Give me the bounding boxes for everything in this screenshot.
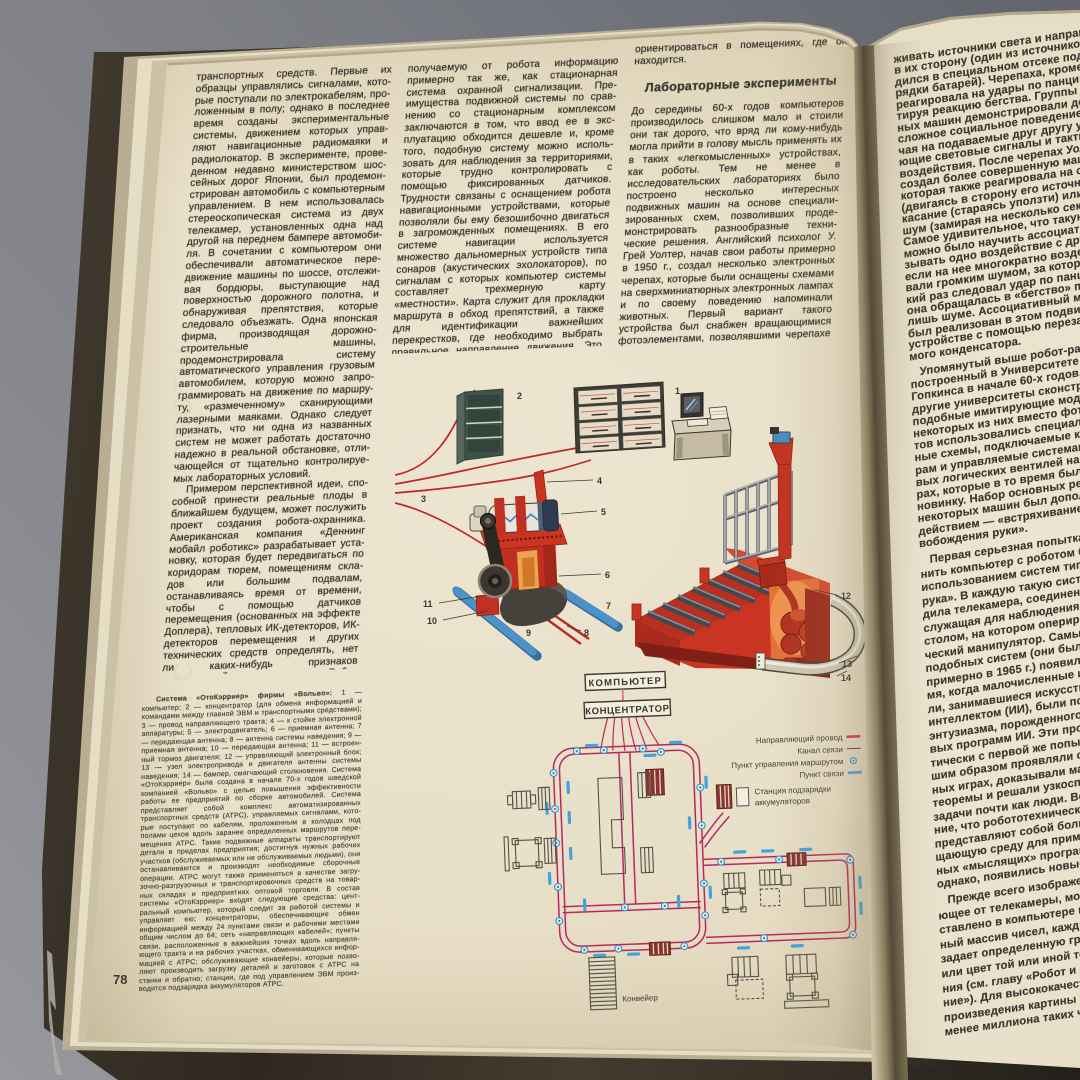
svg-text:13: 13 xyxy=(842,659,852,669)
svg-text:Направляющий провод: Направляющий провод xyxy=(756,733,843,745)
svg-text:3: 3 xyxy=(421,494,426,504)
svg-text:1: 1 xyxy=(675,386,680,396)
svg-text:10: 10 xyxy=(427,616,437,626)
svg-text:Конвейер: Конвейер xyxy=(622,993,658,1003)
svg-text:КОМПЬЮТЕР: КОМПЬЮТЕР xyxy=(588,676,662,690)
svg-text:Канал связи: Канал связи xyxy=(797,745,843,756)
svg-text:14: 14 xyxy=(841,673,851,683)
svg-text:аккумуляторов: аккумуляторов xyxy=(755,796,810,807)
svg-text:КОНЦЕНТРАТОР: КОНЦЕНТРАТОР xyxy=(585,703,670,717)
svg-text:7: 7 xyxy=(606,601,611,611)
svg-text:6: 6 xyxy=(605,570,610,580)
svg-text:8: 8 xyxy=(584,628,589,638)
svg-text:9: 9 xyxy=(526,628,531,638)
svg-text:11: 11 xyxy=(423,599,433,609)
svg-text:5: 5 xyxy=(601,507,606,517)
svg-text:Пункт связи: Пункт связи xyxy=(799,769,844,780)
svg-text:4: 4 xyxy=(597,476,602,486)
svg-text:12: 12 xyxy=(841,591,851,601)
svg-text:2: 2 xyxy=(517,391,522,401)
svg-text:Пункт управления маршрутом: Пункт управления маршрутом xyxy=(731,757,843,770)
